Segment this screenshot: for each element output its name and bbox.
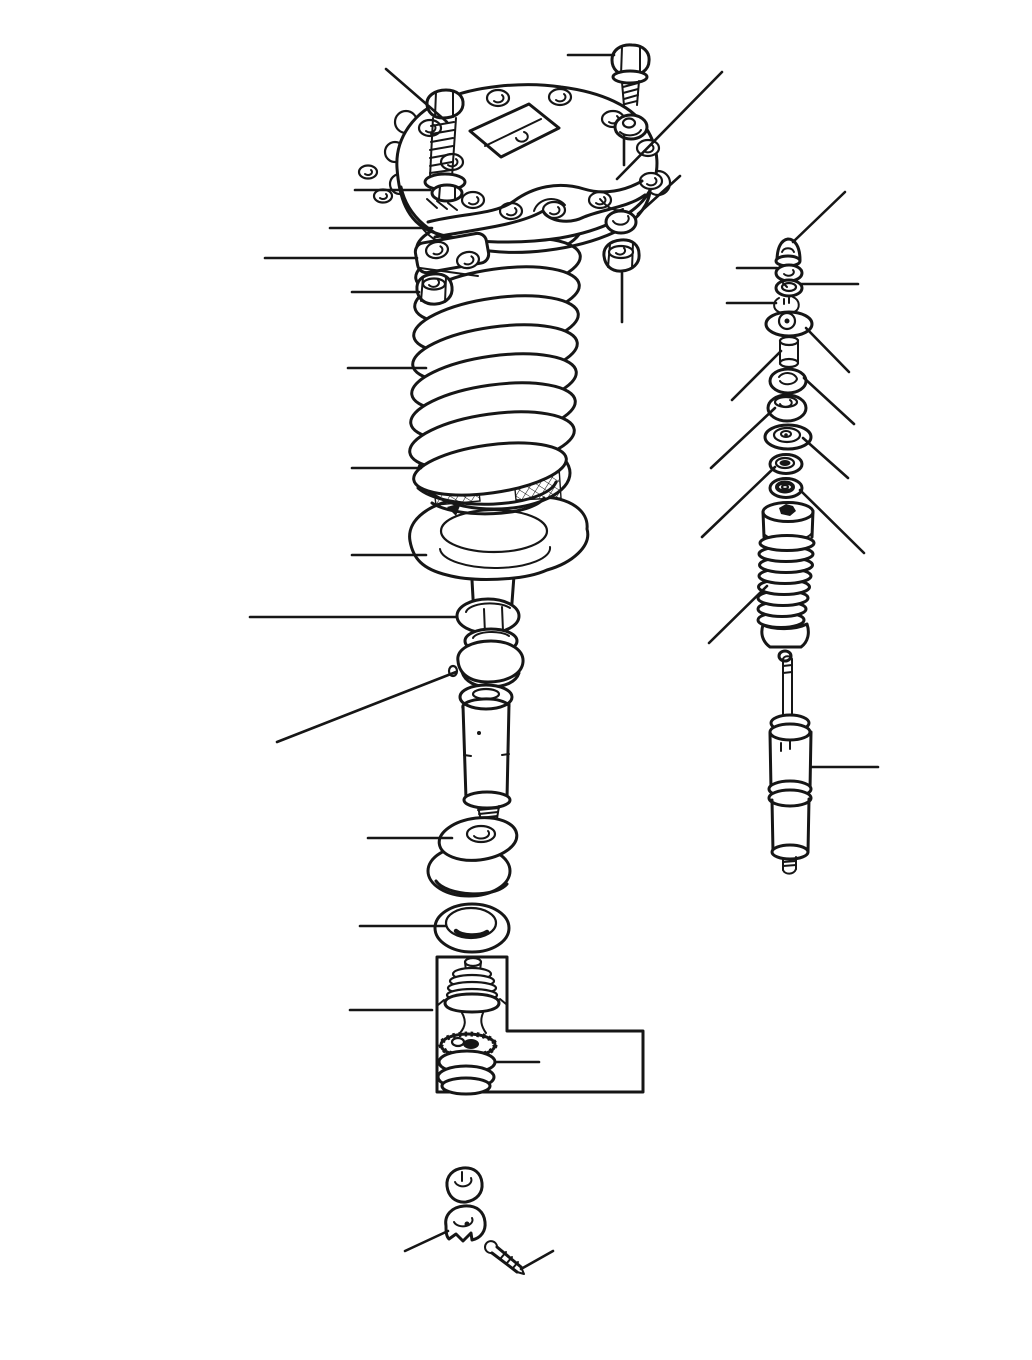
shock-cartridge [767,713,813,875]
leader-cup-washer [801,436,850,480]
boot-cap [761,501,815,542]
bellows-gaiter [756,534,816,663]
spring-top-nut [415,272,454,306]
shock-absorber-column [756,237,816,875]
bush-lower [766,393,808,423]
leader-collar-bush [275,670,458,744]
leader-bush-lower [709,406,777,470]
leader-spacer-sleeve [730,349,783,402]
leader-bellows-gaiter [707,584,769,645]
washer-b [768,453,804,475]
domed-washer [764,310,814,338]
collar-bush [447,639,525,689]
leader-cotter-pin [519,1249,555,1271]
piston-rod [782,655,793,717]
strut-assembly [357,43,672,1275]
bush-upper [768,367,808,395]
castle-nut [444,1204,487,1243]
washer-upper [613,113,649,141]
leader-cap-nut [791,190,847,244]
cotter-pin [484,1240,525,1275]
valve-inset-box [435,955,645,1094]
seal-ring [433,902,511,954]
top-mount-plate [357,83,672,254]
piston-valve [436,1031,498,1096]
gland-ring [458,683,514,711]
leader-lines [248,53,880,1271]
plate-bracket-band [426,179,644,224]
leader-washer-c [798,488,866,555]
leader-castle-nut [403,1229,450,1253]
cup-washer [763,423,813,451]
spring-washer [774,278,804,298]
washer-c [768,477,804,499]
leader-washer-b [700,465,777,539]
spacer-sleeve [778,335,800,369]
retainer-clip [773,296,800,313]
retaining-nut [445,1166,484,1204]
bump-stop [426,816,519,898]
leader-bush-upper [802,376,856,426]
leader-mount-stud [384,67,449,124]
flange-nut [602,238,641,273]
leader-domed-washer [804,326,851,374]
gland-packing [437,956,507,1034]
leader-washer-lower [636,174,682,216]
leader-washer-upper [615,70,724,181]
plate-center-opening [468,102,561,159]
lower-spring-seat [408,491,590,581]
washer-lower [604,209,638,235]
cap-nut [774,237,802,268]
strut-tube [461,697,512,833]
top-bolt [610,43,651,107]
